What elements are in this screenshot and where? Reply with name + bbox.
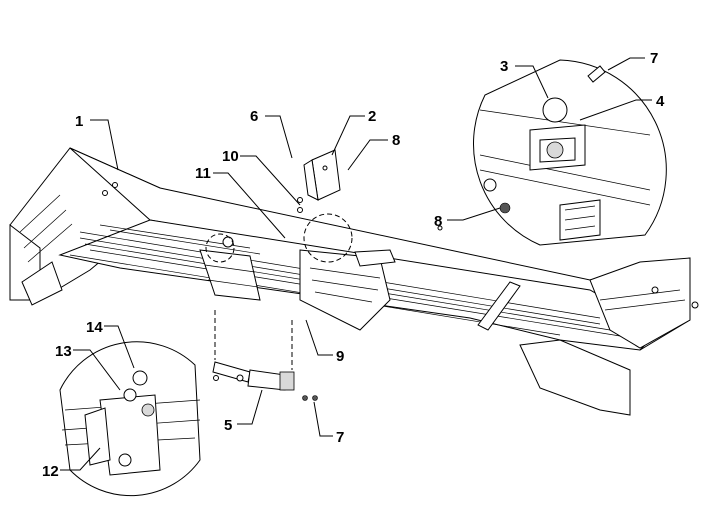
callout-14: 14 (86, 319, 103, 336)
main-frame (9, 147, 699, 416)
callout-10: 10 (222, 148, 239, 165)
callout-4: 4 (656, 93, 665, 110)
detail-view-bottom-left (59, 341, 201, 497)
callout-5: 5 (224, 417, 232, 434)
cylinder-part (212, 310, 318, 401)
callout-labels: 1 2 3 4 5 6 7 7 8 8 9 10 11 12 13 14 (42, 50, 665, 480)
callout-1: 1 (75, 113, 83, 130)
callout-2: 2 (368, 108, 376, 125)
detail-view-top-right (473, 59, 667, 246)
callout-7-bottom: 7 (336, 429, 344, 446)
callout-8-detail: 8 (434, 213, 442, 230)
callout-9: 9 (336, 348, 344, 365)
callout-6: 6 (250, 108, 258, 125)
leader-lines (60, 57, 652, 471)
callout-7-top: 7 (650, 50, 658, 67)
callout-11: 11 (195, 165, 211, 182)
bracket-part (297, 149, 341, 213)
callout-13: 13 (55, 343, 72, 360)
callout-12: 12 (42, 463, 59, 480)
callout-3: 3 (500, 58, 508, 75)
callout-8-top: 8 (392, 132, 400, 149)
